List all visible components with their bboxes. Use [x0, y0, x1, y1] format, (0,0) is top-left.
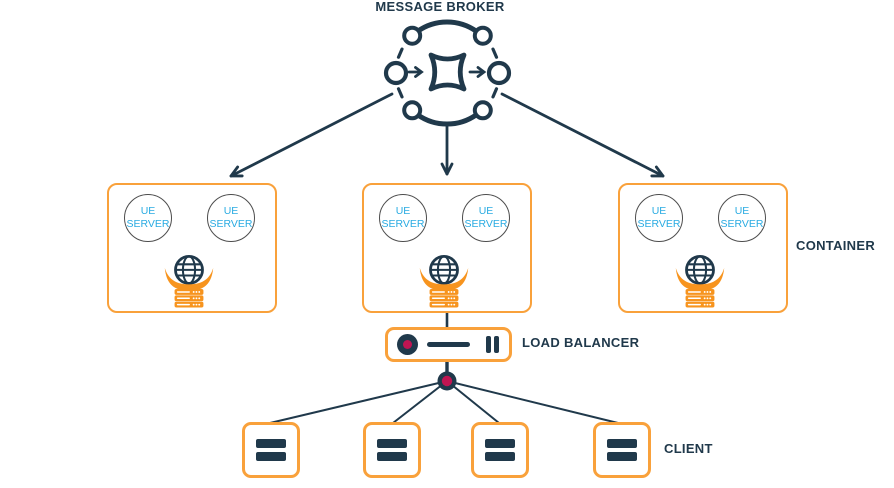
- client-icon: [256, 452, 286, 461]
- client-icon: [607, 452, 637, 461]
- container-box-1: UE SERVER UE SERVER: [107, 183, 277, 313]
- ue-server-label: UE SERVER: [464, 205, 508, 230]
- container-label: CONTAINER: [796, 238, 876, 253]
- arrow-broker-to-container-1: [229, 92, 394, 178]
- message-broker-label: MESSAGE BROKER: [375, 0, 505, 14]
- web-server-icon: [164, 255, 214, 308]
- ue-server-label: UE SERVER: [637, 205, 681, 230]
- broker-top-arc: [415, 19, 479, 34]
- client-icon: [256, 439, 286, 448]
- ue-server-label: UE SERVER: [126, 205, 170, 230]
- broker-ring-dashes: [396, 47, 499, 99]
- ue-server-node: UE SERVER: [124, 194, 172, 242]
- ue-server-node: UE SERVER: [718, 194, 766, 242]
- client-icon: [607, 439, 637, 448]
- client-icon: [377, 452, 407, 461]
- client-box-2: [363, 422, 421, 478]
- broker-node-circles: [383, 25, 512, 121]
- broker-flow-arrows: [407, 66, 487, 78]
- container-box-3: UE SERVER UE SERVER: [618, 183, 788, 313]
- web-server-icon: [419, 255, 469, 308]
- load-balancer-label: LOAD BALANCER: [522, 335, 640, 350]
- ue-server-label: UE SERVER: [209, 205, 253, 230]
- pause-bar-icon: [486, 336, 491, 353]
- container-box-2: UE SERVER UE SERVER: [362, 183, 532, 313]
- broker-exchange-star: [428, 52, 467, 92]
- broker-bottom-arc: [415, 112, 479, 127]
- lines-junction-to-clients: [269, 380, 619, 424]
- load-balancer-icon: [385, 327, 512, 362]
- arrow-broker-to-container-3: [500, 92, 665, 178]
- ue-server-label: UE SERVER: [720, 205, 764, 230]
- client-icon: [485, 439, 515, 448]
- ue-server-node: UE SERVER: [635, 194, 683, 242]
- client-icon: [377, 439, 407, 448]
- ue-server-node: UE SERVER: [207, 194, 255, 242]
- junction-dot: [437, 371, 457, 391]
- client-icon: [485, 452, 515, 461]
- client-box-1: [242, 422, 300, 478]
- client-label: CLIENT: [664, 441, 713, 456]
- client-box-4: [593, 422, 651, 478]
- client-box-3: [471, 422, 529, 478]
- web-server-icon: [675, 255, 725, 308]
- ue-server-node: UE SERVER: [462, 194, 510, 242]
- message-broker-icon: [383, 19, 512, 127]
- ue-server-node: UE SERVER: [379, 194, 427, 242]
- loadbalancer-record-dot: [397, 334, 418, 355]
- ue-server-label: UE SERVER: [381, 205, 425, 230]
- pause-bar-icon: [494, 336, 499, 353]
- loadbalancer-line: [427, 342, 470, 347]
- record-inner-dot: [403, 340, 412, 349]
